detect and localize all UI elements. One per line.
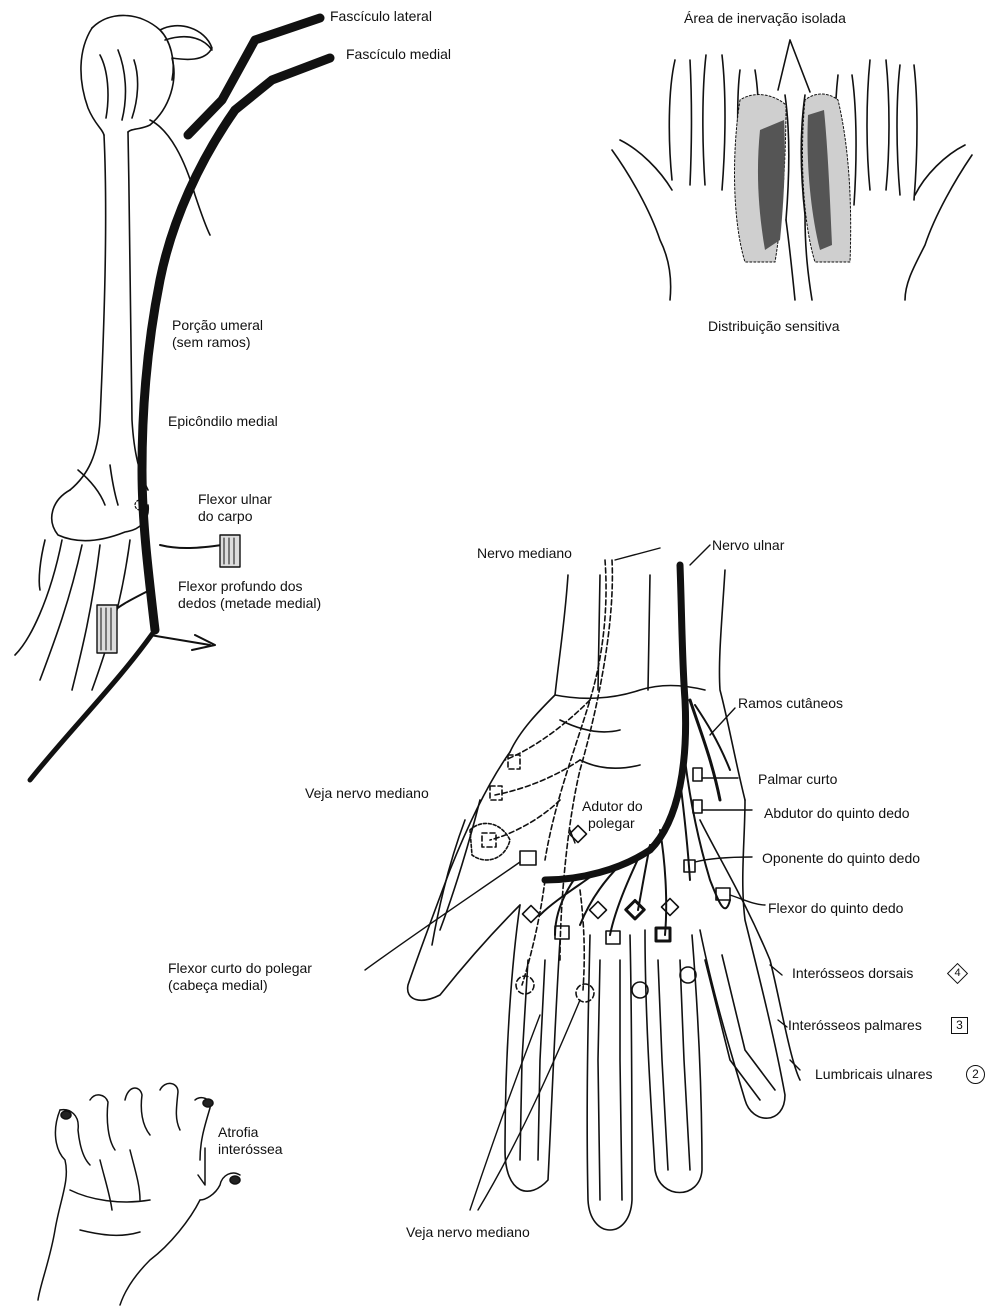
label-flexor-profundo: Flexor profundo dos	[178, 578, 303, 595]
label-distribuicao-sensitiva: Distribuição sensitiva	[708, 318, 840, 335]
label-interossea: interóssea	[218, 1141, 283, 1158]
label-nervo-mediano: Nervo mediano	[477, 545, 572, 562]
label-flexor-quinto-dedo: Flexor do quinto dedo	[768, 900, 903, 917]
label-porcao-umeral: Porção umeral	[172, 317, 263, 334]
palmar-interossei-square-icon: 3	[951, 1017, 968, 1034]
label-palmar-curto: Palmar curto	[758, 771, 837, 788]
label-polegar: polegar	[588, 815, 635, 832]
label-flexor-curto-polegar: Flexor curto do polegar	[168, 960, 312, 977]
label-cabeca-medial: (cabeça medial)	[168, 977, 268, 994]
label-flexor-ulnar: Flexor ulnar	[198, 491, 272, 508]
label-nervo-ulnar: Nervo ulnar	[712, 537, 784, 554]
label-oponente-quinto-dedo: Oponente do quinto dedo	[762, 850, 920, 867]
label-epicondilo-medial: Epicôndilo medial	[168, 413, 278, 430]
label-interosseos-dorsais: Interósseos dorsais	[792, 965, 913, 982]
label-atrofia: Atrofia	[218, 1124, 258, 1141]
label-area-inervacao: Área de inervação isolada	[684, 10, 846, 27]
label-fasciculo-medial: Fascículo medial	[346, 46, 451, 63]
label-veja-nervo-mediano-2: Veja nervo mediano	[406, 1224, 530, 1241]
label-metade-medial: dedos (metade medial)	[178, 595, 321, 612]
label-veja-nervo-mediano-1: Veja nervo mediano	[305, 785, 429, 802]
label-do-carpo: do carpo	[198, 508, 252, 525]
label-interosseos-palmares: Interósseos palmares	[788, 1017, 922, 1034]
label-lumbricais-ulnares: Lumbricais ulnares	[815, 1066, 933, 1083]
sensory-hands-drawing	[612, 40, 972, 300]
label-abdutor-quinto-dedo: Abdutor do quinto dedo	[764, 805, 910, 822]
lumbricals-circle-icon: 2	[966, 1065, 985, 1084]
claw-hand-drawing	[38, 1083, 240, 1305]
label-ramos-cutaneos: Ramos cutâneos	[738, 695, 843, 712]
label-fasciculo-lateral: Fascículo lateral	[330, 8, 432, 25]
label-sem-ramos: (sem ramos)	[172, 334, 251, 351]
median-nerve-dashed	[482, 560, 612, 1002]
hand-muscle-markers	[520, 768, 730, 944]
label-adutor-do: Adutor do	[582, 798, 643, 815]
